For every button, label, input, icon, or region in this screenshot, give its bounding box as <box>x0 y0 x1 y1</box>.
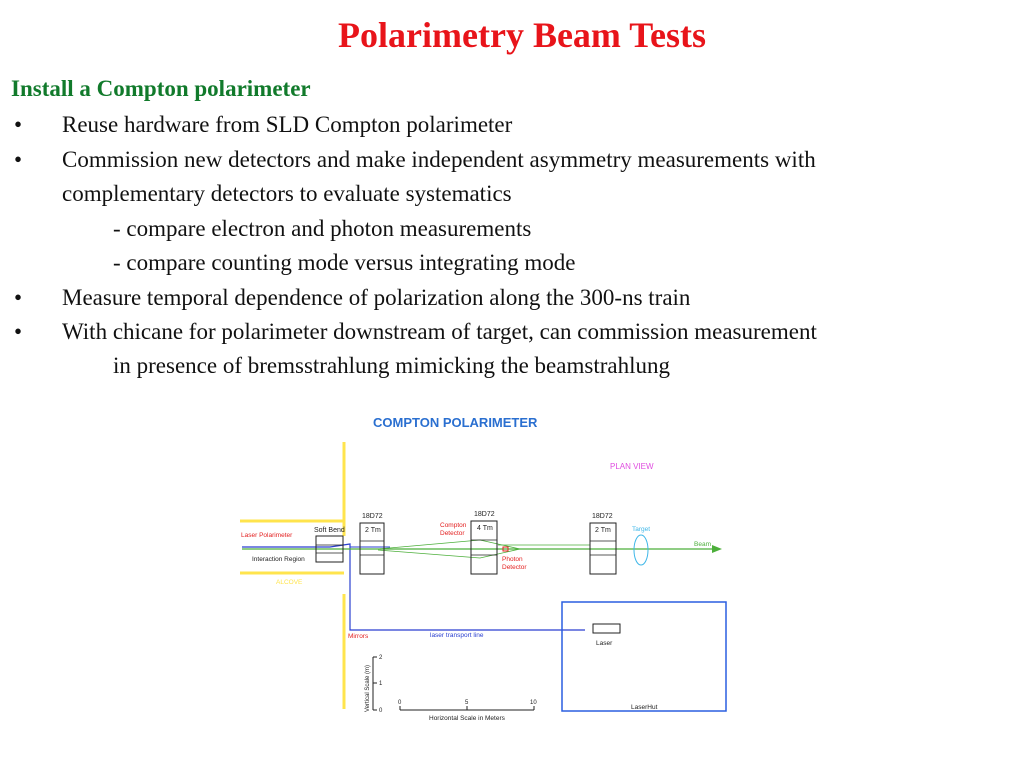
photon-detector-label-line2: Detector <box>502 564 527 571</box>
vertical-scale: 2 1 0 Vertical Scale (m) <box>365 655 383 714</box>
bullet-marker: • <box>14 285 23 310</box>
vertical-tick: 1 <box>379 681 383 687</box>
magnet-3: 18D72 2 Tm <box>589 513 617 575</box>
target-label: Target <box>632 526 650 533</box>
horizontal-tick: 0 <box>398 700 402 706</box>
laser-path <box>242 543 585 631</box>
bullet-marker: • <box>14 319 23 344</box>
vertical-scale-label: Vertical Scale (m) <box>365 665 371 712</box>
bullet-marker: • <box>14 112 23 137</box>
mirrors-label: Mirrors <box>348 633 369 640</box>
laser-polarimeter-label: Laser Polarimeter <box>241 532 293 539</box>
laser-transport-label: laser transport line <box>430 632 484 639</box>
horizontal-scale: 0 5 10 Horizontal Scale in Meters <box>398 700 537 722</box>
laser-box <box>592 623 621 634</box>
soft-bend-label: Soft Bend <box>314 527 345 534</box>
compton-detector-label-line1: Compton <box>440 522 467 529</box>
beam-label: Beam <box>694 541 711 548</box>
vertical-tick: 2 <box>379 655 383 661</box>
laser-label: Laser <box>596 640 613 647</box>
soft-bend-magnet <box>315 535 344 563</box>
sub-bullet-text: - compare electron and photon measuremen… <box>113 216 532 241</box>
magnet-2: 18D72 4 Tm <box>470 511 498 575</box>
photon-detector-marker <box>502 546 509 552</box>
bullet-text-continuation: complementary detectors to evaluate syst… <box>62 181 512 206</box>
diagram-title: COMPTON POLARIMETER <box>373 415 538 430</box>
bullet-text: With chicane for polarimeter downstream … <box>62 319 817 344</box>
bullet-text: Commission new detectors and make indepe… <box>62 147 816 172</box>
interaction-region-label: Interaction Region <box>252 556 305 563</box>
horizontal-scale-label: Horizontal Scale in Meters <box>429 715 506 722</box>
target-ellipse <box>633 534 649 566</box>
bullet-text: Reuse hardware from SLD Compton polarime… <box>62 112 513 137</box>
alcove-walls <box>240 442 346 709</box>
alcove-label: ALCOVE <box>276 579 303 586</box>
magnet-2-strength: 4 Tm <box>477 525 493 532</box>
magnet-3-strength: 2 Tm <box>595 527 611 534</box>
laserhut-label: LaserHut <box>631 704 658 711</box>
laser-hut: Laser LaserHut <box>561 601 727 712</box>
bullet-marker: • <box>14 147 23 172</box>
plan-view-label: PLAN VIEW <box>610 462 654 471</box>
horizontal-tick: 5 <box>465 700 469 706</box>
magnet-1-name: 18D72 <box>362 513 383 520</box>
magnet-1-strength: 2 Tm <box>365 527 381 534</box>
magnet-2-name: 18D72 <box>474 511 495 518</box>
magnet-1: 18D72 2 Tm <box>359 513 385 575</box>
bullet-text-continuation: in presence of bremsstrahlung mimicking … <box>113 353 670 378</box>
vertical-tick: 0 <box>379 708 383 714</box>
magnet-3-name: 18D72 <box>592 513 613 520</box>
slide-subtitle: Install a Compton polarimeter <box>11 76 311 101</box>
slide-title: Polarimetry Beam Tests <box>338 15 706 55</box>
bullet-text: Measure temporal dependence of polarizat… <box>62 285 691 310</box>
compton-detector-label-line2: Detector <box>440 530 465 537</box>
sub-bullet-text: - compare counting mode versus integrati… <box>113 250 576 275</box>
compton-polarimeter-diagram: COMPTON POLARIMETER PLAN VIEW Soft Bend <box>230 404 770 734</box>
photon-detector-label-line1: Photon <box>502 556 523 563</box>
horizontal-tick: 10 <box>530 700 537 706</box>
